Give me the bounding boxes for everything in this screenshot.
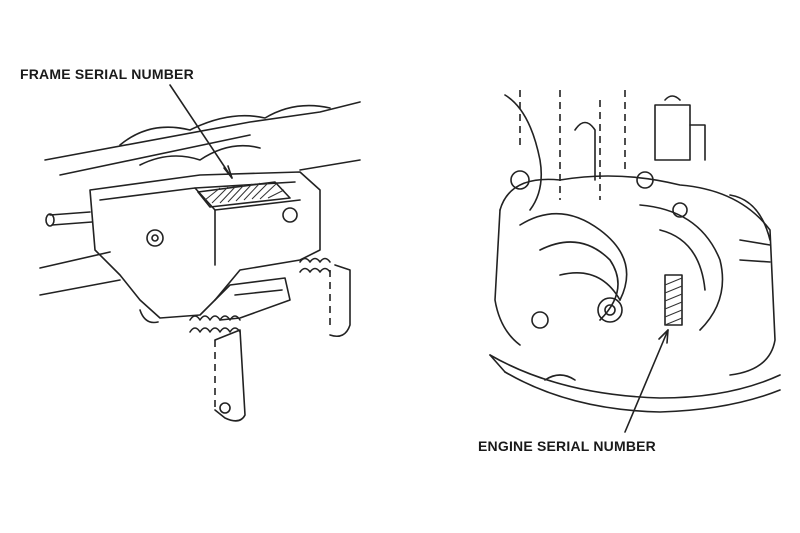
frame-leader-line <box>169 84 233 179</box>
engine-serial-plate <box>664 274 683 326</box>
frame-serial-number-label: FRAME SERIAL NUMBER <box>20 66 194 82</box>
spring-right <box>299 257 331 273</box>
engine-serial-number-label: ENGINE SERIAL NUMBER <box>478 438 656 454</box>
engine-assembly <box>489 90 781 433</box>
spring-left <box>189 315 241 333</box>
engine-leader-line <box>624 329 669 433</box>
frame-serial-plate <box>197 181 291 208</box>
frame-assembly <box>39 84 361 422</box>
